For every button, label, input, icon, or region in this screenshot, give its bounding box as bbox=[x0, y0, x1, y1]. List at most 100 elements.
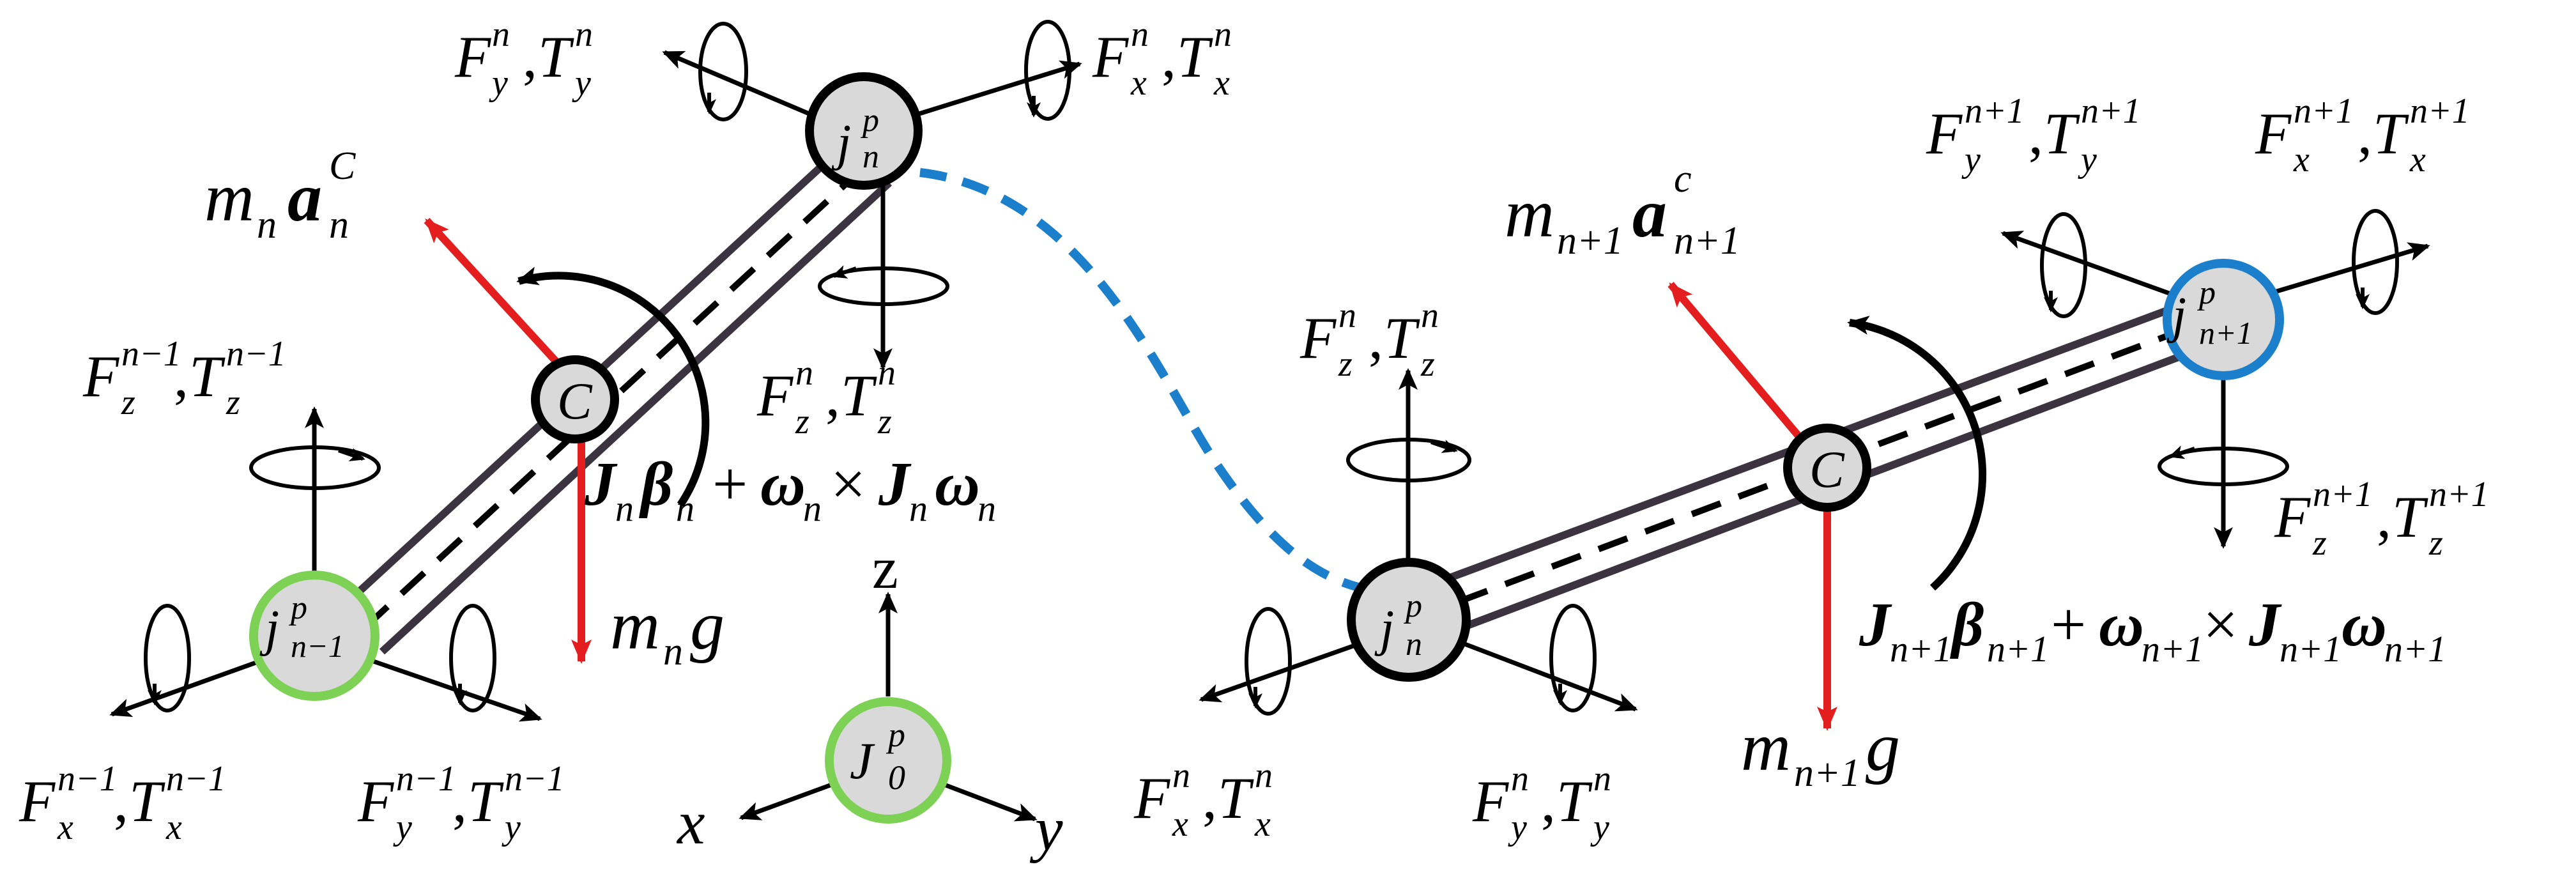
svg-text:F: F bbox=[357, 769, 394, 834]
svg-text:n−1: n−1 bbox=[505, 759, 565, 799]
svg-text:T: T bbox=[129, 769, 165, 834]
svg-text:n: n bbox=[257, 203, 277, 247]
bottom-fx-torque-loop bbox=[144, 604, 191, 712]
joint-sup: p bbox=[860, 102, 879, 139]
svg-text:,: , bbox=[825, 363, 840, 428]
svg-text:n: n bbox=[676, 488, 694, 529]
joint-sub: n−1 bbox=[291, 628, 344, 664]
svg-text:a: a bbox=[1632, 176, 1667, 252]
link-left: j p n j p n−1 C F n y , T n y F n x , bbox=[19, 15, 1232, 847]
com-label: C bbox=[1809, 440, 1845, 498]
svg-text:T: T bbox=[1384, 305, 1420, 371]
svg-text:y: y bbox=[1590, 808, 1609, 847]
svg-text:x: x bbox=[2293, 140, 2310, 180]
svg-text:n+1: n+1 bbox=[2280, 628, 2342, 670]
joint-left-bottom[interactable]: j p n−1 bbox=[249, 571, 379, 701]
svg-text:β: β bbox=[1949, 590, 1984, 659]
joint-base[interactable]: J p 0 bbox=[825, 697, 951, 824]
joint-right-left[interactable]: j p n bbox=[1347, 558, 1471, 682]
svg-text:C: C bbox=[329, 144, 356, 188]
svg-text:n+1: n+1 bbox=[1987, 628, 2049, 670]
svg-text:g: g bbox=[1866, 709, 1900, 785]
svg-text:n+1: n+1 bbox=[2429, 475, 2489, 514]
bottom-joint-fy-axis bbox=[363, 656, 542, 722]
label-bottom-fx: F n−1 x , T n−1 x bbox=[19, 759, 226, 847]
svg-text:,: , bbox=[523, 24, 537, 89]
label-left-moment: J n β n + ω n × J n ω n bbox=[584, 450, 996, 529]
svg-text:J: J bbox=[878, 450, 912, 519]
svg-text:n: n bbox=[329, 203, 349, 247]
com-label: C bbox=[557, 372, 593, 430]
svg-text:m: m bbox=[1741, 709, 1791, 785]
left-joint-fx-axis bbox=[1199, 640, 1365, 703]
label-left-fz: F n z , T n z bbox=[1300, 296, 1439, 384]
svg-text:ω: ω bbox=[2099, 590, 2144, 659]
joint-sub: n+1 bbox=[2199, 315, 2253, 351]
svg-text:y: y bbox=[572, 63, 591, 103]
right-fz-torque-arrow bbox=[2168, 445, 2195, 459]
svg-text:z: z bbox=[226, 383, 240, 422]
svg-text:T: T bbox=[1177, 24, 1213, 89]
label-top-fz: F n z , T n z bbox=[756, 353, 896, 442]
svg-text:n: n bbox=[1338, 296, 1356, 335]
svg-text:n: n bbox=[1172, 756, 1190, 795]
svg-text:ω: ω bbox=[2342, 590, 2387, 659]
svg-text:n−1: n−1 bbox=[396, 759, 456, 799]
svg-text:,: , bbox=[1162, 24, 1176, 89]
svg-text:T: T bbox=[189, 344, 226, 409]
svg-text:T: T bbox=[841, 363, 877, 428]
base-frame: J p 0 z x y bbox=[676, 535, 1063, 864]
svg-text:c: c bbox=[1674, 157, 1692, 201]
joint-sub: n bbox=[1406, 626, 1422, 663]
label-right-fx: F n+1 x , T n+1 x bbox=[2255, 91, 2470, 180]
svg-text:n: n bbox=[1511, 759, 1529, 799]
svg-text:n: n bbox=[492, 15, 510, 54]
svg-text:n−1: n−1 bbox=[121, 334, 181, 374]
svg-text:,: , bbox=[114, 769, 128, 834]
svg-text:n: n bbox=[909, 488, 928, 529]
svg-text:z: z bbox=[2428, 523, 2443, 563]
svg-text:F: F bbox=[756, 363, 793, 428]
svg-text:n+1: n+1 bbox=[2313, 475, 2373, 514]
left-moment-arc bbox=[516, 266, 710, 507]
svg-text:y: y bbox=[489, 63, 508, 103]
svg-text:n+1: n+1 bbox=[2410, 91, 2470, 131]
svg-text:m: m bbox=[1505, 176, 1554, 252]
svg-text:n: n bbox=[803, 488, 822, 529]
svg-text:n: n bbox=[1255, 756, 1273, 795]
svg-text:y: y bbox=[1961, 140, 1981, 180]
svg-text:n: n bbox=[977, 488, 996, 529]
svg-text:m: m bbox=[204, 160, 254, 236]
svg-text:y: y bbox=[1508, 808, 1527, 847]
joint-right-right[interactable]: j p n+1 bbox=[2163, 259, 2284, 380]
svg-text:z: z bbox=[121, 383, 135, 422]
svg-text:,: , bbox=[1541, 769, 1556, 834]
top-fy-torque-loop bbox=[698, 22, 748, 121]
right-fx-torque-loop bbox=[2352, 209, 2399, 315]
svg-text:,: , bbox=[2377, 484, 2391, 549]
joint-base-letter: J bbox=[850, 732, 875, 790]
base-y-axis bbox=[938, 780, 1038, 822]
svg-text:x: x bbox=[1254, 804, 1271, 844]
link-right: j p n j p n+1 C F n z , T n z F n x , bbox=[1133, 91, 2489, 847]
svg-text:J: J bbox=[584, 450, 618, 519]
link-left-edge-b bbox=[379, 180, 893, 655]
svg-text:n+1: n+1 bbox=[2081, 91, 2141, 131]
joint-sup: p bbox=[2196, 275, 2216, 311]
svg-text:z: z bbox=[877, 402, 892, 442]
svg-text:n+1: n+1 bbox=[1890, 628, 1952, 670]
right-fy-torque-loop bbox=[2040, 212, 2087, 318]
label-left-fx: F n x , T n x bbox=[1133, 756, 1273, 844]
svg-text:n+1: n+1 bbox=[1965, 91, 2025, 131]
joint-left-top[interactable]: j p n bbox=[805, 72, 923, 190]
svg-text:x: x bbox=[1172, 804, 1188, 844]
svg-text:n: n bbox=[1593, 759, 1611, 799]
left-inertial-force-vector bbox=[424, 217, 578, 385]
top-joint-fx-axis bbox=[893, 60, 1082, 124]
svg-text:n−1: n−1 bbox=[57, 759, 118, 799]
svg-text:y: y bbox=[2078, 140, 2097, 180]
left-fz-torque-loop bbox=[1346, 438, 1471, 482]
svg-text:ω: ω bbox=[935, 450, 980, 519]
svg-text:,: , bbox=[2028, 101, 2043, 166]
